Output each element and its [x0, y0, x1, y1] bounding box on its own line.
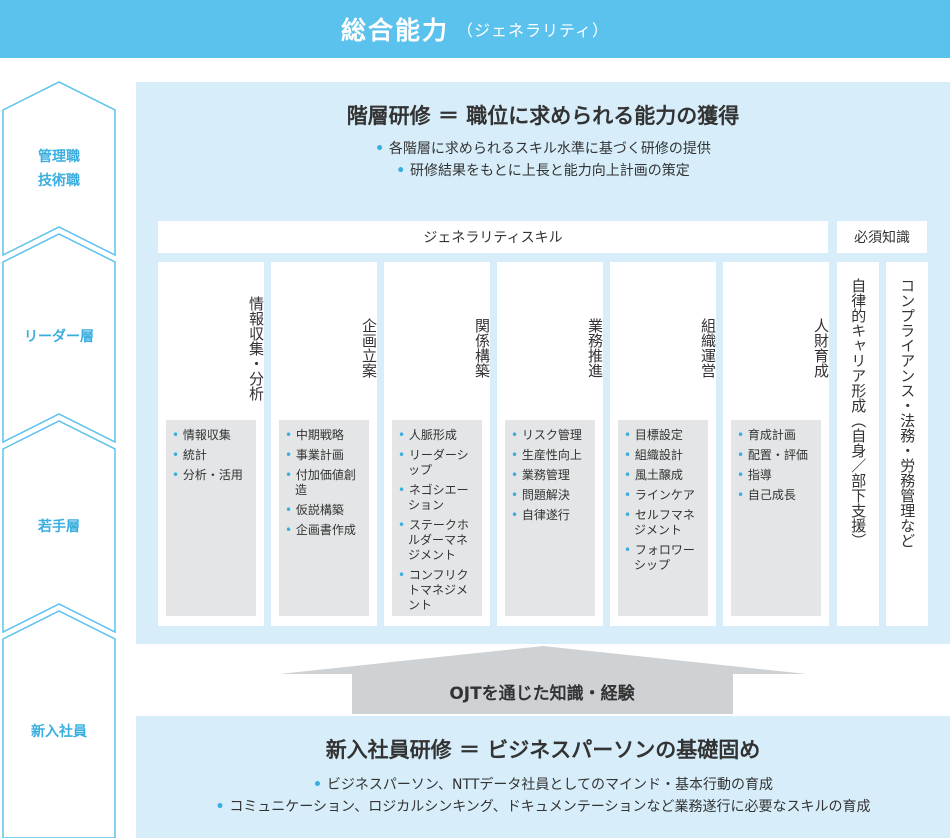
skill-item-list: • 目標設定 • 組織設計 • 風土醸成 • ラインケア • セルフマネジメント • フォ…	[618, 420, 708, 616]
skill-item: • 統計	[172, 448, 207, 462]
required-career-text: 自律的キャリア形成（自身／部下支援）	[849, 278, 868, 548]
skill-item: • フォロワーシップ	[624, 543, 695, 572]
header-subtitle: （ジェネラリティ）	[456, 21, 610, 40]
ojt-label: OJTを通じた知識・経験	[449, 684, 635, 704]
level-chevrons	[2, 81, 116, 838]
chevron-junior	[2, 420, 116, 634]
ojt-arrow	[279, 646, 807, 714]
skill-item-list: • 育成計画 • 配置・評価 • 指導 • 自己成長	[731, 420, 821, 616]
level-management-line2: 技術職	[38, 173, 80, 189]
skill-item: • ラインケア	[624, 488, 695, 502]
tiered-training-title: 階層研修 ＝ 職位に求められる能力の獲得	[346, 104, 740, 128]
skill-column-title: 関係構築	[473, 318, 491, 378]
generality-skill-bar: ジェネラリティスキル	[158, 221, 828, 253]
chevron-management	[2, 81, 116, 257]
skill-item: • 自己成長	[737, 488, 796, 502]
skill-column-title: 人財育成	[812, 318, 830, 378]
required-career-column: 自律的キャリア形成（自身／部下支援）	[837, 262, 879, 626]
skill-item: • 問題解決	[511, 488, 570, 502]
bullet-item: • ビジネスパーソン、NTTデータ社員としてのマインド・基本行動の育成	[313, 777, 773, 793]
skill-column-title: 業務推進	[586, 318, 604, 378]
skill-item: • 目標設定	[624, 428, 683, 442]
skill-item-list: • 中期戦略 • 事業計画 • 付加価値創造 • 仮説構築 • 企画書作成	[279, 420, 369, 616]
skill-item: • 企画書作成	[285, 523, 356, 537]
skill-column: 業務推進 • リスク管理 • 生産性向上 • 業務管理 • 問題解決 • 自律遂行	[497, 262, 604, 626]
required-compliance-text: コンプライアンス・法務・労務管理など	[898, 278, 917, 548]
header-title: 総合能力	[340, 16, 449, 45]
chevron-newhire	[2, 610, 116, 838]
skill-column: 企画立案 • 中期戦略 • 事業計画 • 付加価値創造 • 仮説構築 • 企画書作成	[271, 262, 378, 626]
skill-column: 組織運営 • 目標設定 • 組織設計 • 風土醸成 • ラインケア • セルフマネジメント…	[610, 262, 717, 626]
bullet-item: • 研修結果をもとに上長と能力向上計画の策定	[396, 163, 690, 179]
skill-item: • 仮説構築	[285, 503, 344, 517]
skill-item: • コンフリクトマネジメント	[398, 568, 469, 612]
skill-item: • 組織設計	[624, 448, 683, 462]
skill-item: • リーダーシップ	[398, 448, 469, 477]
skill-item: • 情報収集	[172, 428, 231, 442]
skill-column-title: 企画立案	[360, 318, 378, 378]
skill-column-title: 情報収集・分析	[247, 295, 265, 401]
bullet-item: • 各階層に求められるスキル水準に基づく研修の提供	[375, 141, 711, 157]
level-junior: 若手層	[38, 519, 80, 535]
ojt-arrow-shape	[279, 646, 807, 714]
level-newhire: 新入社員	[31, 724, 87, 740]
skill-item: • 生産性向上	[511, 448, 582, 462]
level-management: 管理職 技術職	[5, 145, 113, 193]
skill-item-list: • 人脈形成 • リーダーシップ • ネゴシエーション • ステークホルダーマネジメン…	[392, 420, 482, 616]
skill-item: • 業務管理	[511, 468, 570, 482]
skill-column-title: 組織運営	[699, 318, 717, 378]
skill-column: 人財育成 • 育成計画 • 配置・評価 • 指導 • 自己成長	[723, 262, 830, 626]
skill-item: • 自律遂行	[511, 508, 570, 522]
skill-item: • 分析・活用	[172, 468, 243, 482]
skill-item: • 育成計画	[737, 428, 796, 442]
skill-column: 情報収集・分析 • 情報収集 • 統計 • 分析・活用	[158, 262, 265, 626]
skill-item: • ネゴシエーション	[398, 483, 469, 512]
skill-item: • 事業計画	[285, 448, 344, 462]
bullet-item: • コミュニケーション、ロジカルシンキング、ドキュメンテーションなど業務遂行に必…	[215, 799, 871, 815]
skill-item: • 中期戦略	[285, 428, 344, 442]
newhire-training-title: 新入社員研修 ＝ ビジネスパーソンの基礎固め	[325, 738, 761, 762]
level-management-line1: 管理職	[38, 149, 80, 165]
newhire-training-bullets: • ビジネスパーソン、NTTデータ社員としてのマインド・基本行動の育成 • コミ…	[136, 774, 950, 818]
skill-item-list: • 情報収集 • 統計 • 分析・活用	[166, 420, 256, 616]
tiered-training-bullets: • 各階層に求められるスキル水準に基づく研修の提供 • 研修結果をもとに上長と能…	[136, 138, 950, 182]
skill-item: • 風土醸成	[624, 468, 683, 482]
skill-item: • 配置・評価	[737, 448, 808, 462]
skill-item: • ステークホルダーマネジメント	[398, 518, 469, 562]
skill-item: • 指導	[737, 468, 772, 482]
skill-item-list: • リスク管理 • 生産性向上 • 業務管理 • 問題解決 • 自律遂行	[505, 420, 595, 616]
required-compliance-column: コンプライアンス・法務・労務管理など	[886, 262, 928, 626]
newhire-training-panel	[136, 716, 950, 838]
skill-item: • 付加価値創造	[285, 468, 356, 497]
header-banner: 総合能力 （ジェネラリティ）	[0, 0, 950, 58]
skill-item: • 人脈形成	[398, 428, 457, 442]
chevron-leader	[2, 233, 116, 444]
level-leader: リーダー層	[24, 329, 94, 345]
skill-item: • セルフマネジメント	[624, 508, 695, 537]
required-knowledge-bar: 必須知識	[837, 221, 927, 253]
skill-item: • リスク管理	[511, 428, 582, 442]
skill-column: 関係構築 • 人脈形成 • リーダーシップ • ネゴシエーション • ステークホルダーマ…	[384, 262, 491, 626]
